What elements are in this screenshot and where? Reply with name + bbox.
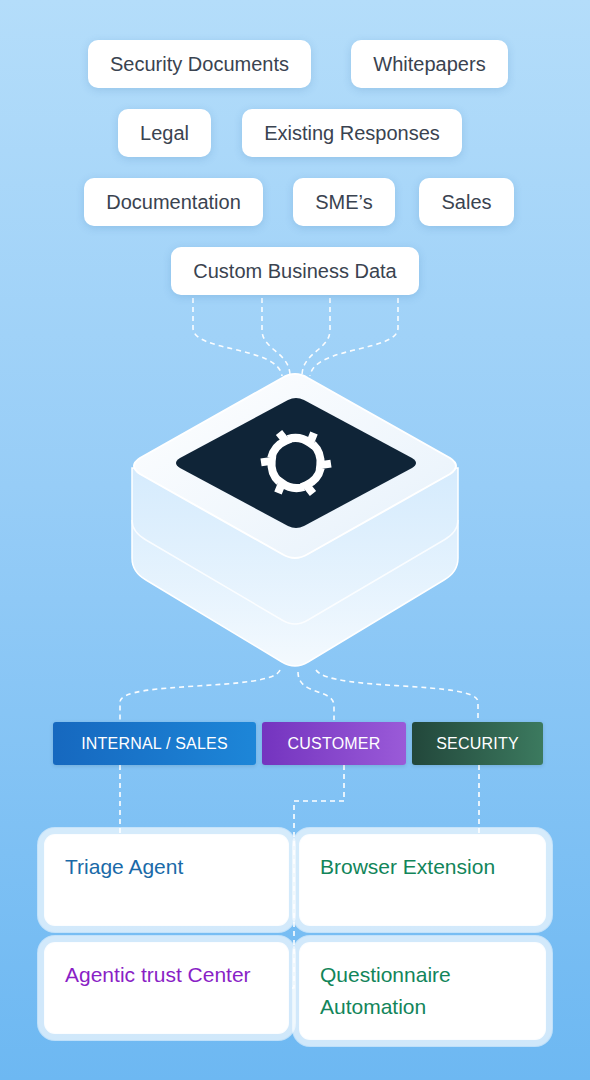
source-pill: Sales — [419, 178, 514, 226]
label-text: CUSTOMER — [288, 735, 381, 753]
card-title: Triage Agent — [65, 851, 268, 883]
card-title: Browser Extension — [320, 851, 525, 883]
logo-arc — [266, 432, 288, 460]
audience-tag: SECURITY — [412, 722, 543, 765]
label-text: SME’s — [315, 191, 372, 214]
label-text: Existing Responses — [264, 122, 440, 145]
connector-line — [119, 765, 121, 835]
feed-line — [310, 298, 398, 376]
source-pill: Documentation — [84, 178, 263, 226]
audience-tag: INTERNAL / SALES — [53, 722, 256, 765]
logo-plate — [176, 398, 416, 528]
logo-arc — [288, 433, 314, 443]
feed-lines — [120, 298, 478, 720]
logo-arc — [278, 483, 304, 493]
source-pill: Custom Business Data — [171, 247, 419, 295]
hub-top — [134, 374, 456, 558]
logo-mark — [261, 432, 331, 493]
logo-arc — [309, 441, 331, 469]
label-text: SECURITY — [436, 735, 519, 753]
feed-line — [193, 298, 282, 376]
product-card: Agentic trust Center — [45, 943, 288, 1033]
source-pill: Security Documents — [88, 40, 311, 88]
out-line — [120, 670, 280, 720]
feed-line — [302, 298, 330, 376]
product-card: Questionnaire Automation — [300, 943, 545, 1039]
label-text: Documentation — [106, 191, 241, 214]
source-pill: SME’s — [293, 178, 395, 226]
label-text: Sales — [441, 191, 491, 214]
feed-line — [262, 298, 290, 376]
audience-tag: CUSTOMER — [262, 722, 406, 765]
out-line — [316, 670, 478, 720]
label-text: Legal — [140, 122, 189, 145]
logo-arc — [261, 457, 283, 485]
out-line — [298, 672, 334, 720]
connector-line — [478, 765, 480, 835]
source-pill: Whitepapers — [351, 40, 508, 88]
product-card: Triage Agent — [45, 835, 288, 925]
logo-arc — [304, 466, 326, 494]
dashed-connector — [120, 765, 121, 835]
label-text: INTERNAL / SALES — [81, 735, 228, 753]
card-title: Agentic trust Center — [65, 959, 268, 991]
label-text: Whitepapers — [373, 53, 485, 76]
label-text: Security Documents — [110, 53, 289, 76]
dashed-connector — [479, 765, 480, 835]
card-title: Questionnaire Automation — [320, 959, 525, 1023]
source-pill: Legal — [118, 109, 211, 157]
label-text: Custom Business Data — [193, 260, 396, 283]
hub-block — [132, 374, 458, 666]
product-card: Browser Extension — [300, 835, 545, 925]
source-pill: Existing Responses — [242, 109, 462, 157]
